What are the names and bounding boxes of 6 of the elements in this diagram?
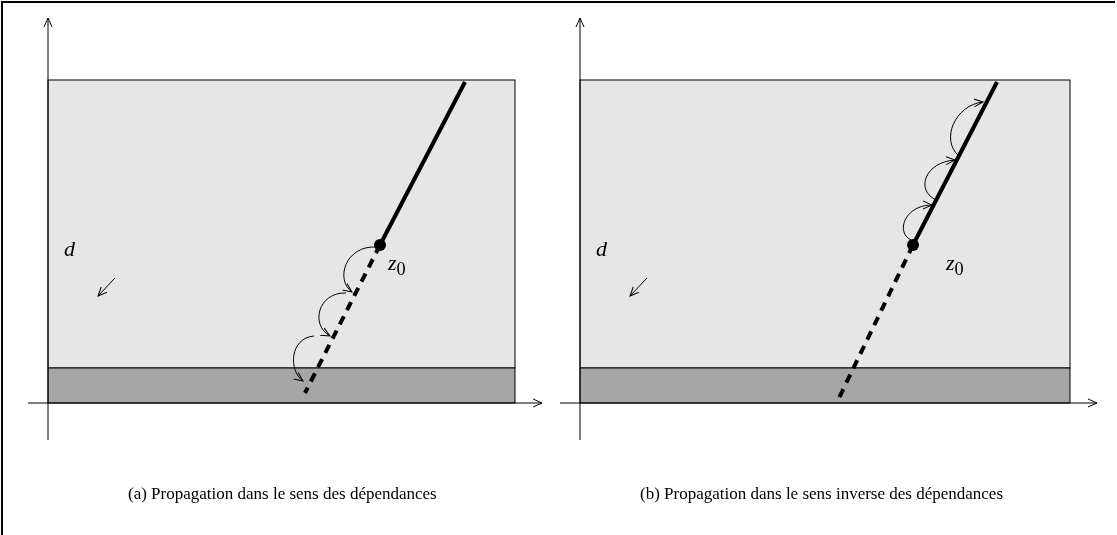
variable-label: d [64, 238, 75, 260]
caption: (a) Propagation dans le sens des dépendances [128, 485, 437, 502]
point-label: z$_{0}$ [388, 252, 406, 279]
caption: (b) Propagation dans le sens inverse des dépendances [640, 485, 1004, 502]
point-label: z$_{0}$ [946, 252, 964, 279]
variable-label: d [596, 238, 607, 260]
